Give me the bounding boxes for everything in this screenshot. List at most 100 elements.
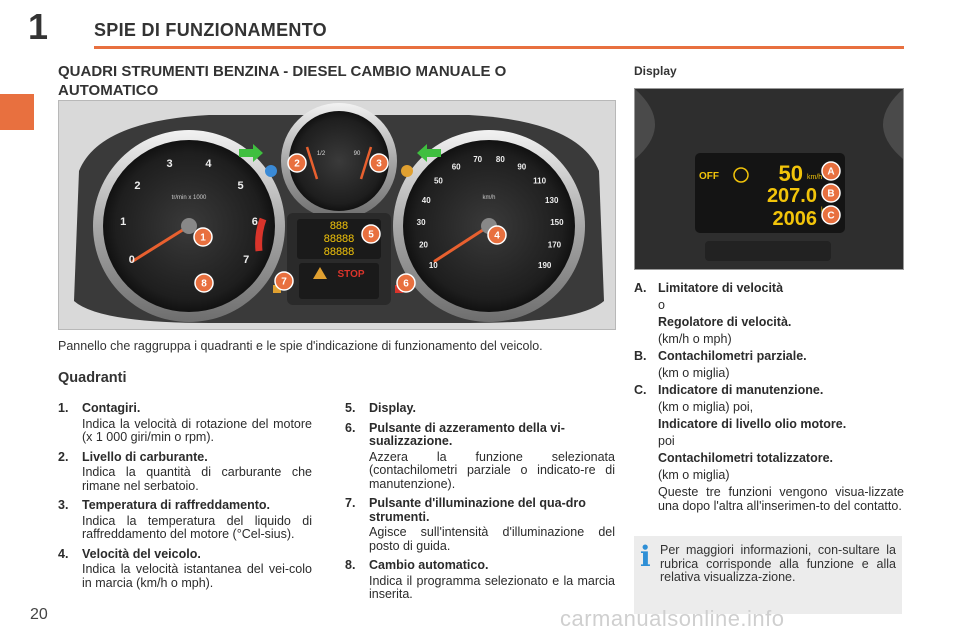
speed-tick-label: 130 <box>545 196 559 205</box>
list-item: 7.Pulsante d'illuminazione del qua-dro s… <box>345 496 615 553</box>
list-item: C.Indicatore di manutenzione. <box>634 383 904 397</box>
item-number: 3. <box>58 498 69 512</box>
temp-label-90: 90 <box>354 151 361 157</box>
info-icon: i <box>640 540 651 573</box>
list-item: B.Contachilometri parziale. <box>634 349 904 363</box>
item-number: 5. <box>345 401 356 415</box>
item-description: Agisce sull'intensità d'illuminazione de… <box>369 525 615 553</box>
callout-1-label: 1 <box>200 233 206 244</box>
item-text: (km o miglia) <box>658 366 730 380</box>
callout-C-label: C <box>827 211 834 222</box>
chapter-side-tab <box>0 94 34 130</box>
callouts: 1 2 3 4 5 6 7 8 <box>193 153 507 293</box>
item-description: Indica il programma selezionato e la mar… <box>369 573 615 601</box>
fuel-label-half: 1/2 <box>317 151 326 157</box>
display-trip-value: 207.0 <box>767 185 817 207</box>
callout-3-label: 3 <box>376 159 382 170</box>
callout-2-label: 2 <box>294 159 300 170</box>
item-number: 1. <box>58 401 69 415</box>
turn-right-icon <box>417 144 441 162</box>
display-title: Display <box>634 64 677 78</box>
list-item: 1. Contagiri. Indica la velocità di rotaz… <box>58 401 312 445</box>
list-item: 6.Pulsante di azzeramento della vi-suali… <box>345 421 615 492</box>
item-text: poi <box>658 434 675 448</box>
list-item: 4.Velocità del veicolo. Indica la veloci… <box>58 547 312 591</box>
callout-8-badge <box>194 273 214 293</box>
callout-8-label: 8 <box>201 279 207 290</box>
tacho-tick-label: 3 <box>166 158 172 170</box>
item-description: Azzera la funzione selezionata (contachi… <box>369 449 615 491</box>
display-callouts: ABC <box>821 161 841 225</box>
speed-limiter-icon <box>733 167 749 183</box>
chapter-number: 1 <box>28 6 49 47</box>
item-key: A. <box>634 281 647 295</box>
speed-tick-label: 10 <box>429 261 438 270</box>
speed-tick-label: 170 <box>548 240 562 249</box>
item-list-left: 1. Contagiri. Indica la velocità di rotaz… <box>58 396 312 590</box>
item-number: 2. <box>58 449 69 464</box>
tacho-tick-label: 7 <box>243 254 249 266</box>
callout-6-label: 6 <box>403 279 409 290</box>
speed-tick-label: 90 <box>517 162 526 171</box>
subsection-title: Quadranti <box>58 370 127 386</box>
info-box <box>634 536 902 614</box>
item-number: 8. <box>345 558 356 572</box>
tacho-tick-label: 1 <box>120 216 126 228</box>
display-illustration: OFF 50 km/h 207.0 2006 km ABC <box>635 89 903 269</box>
lcd-mid-digits: 88888 <box>324 233 355 245</box>
item-title: Display. <box>369 401 417 415</box>
callout-7-badge <box>274 271 294 291</box>
callout-A-label: A <box>827 167 834 178</box>
speed-tick-label: 60 <box>452 162 461 171</box>
item-description: Indica la quantità di carburante che rim… <box>82 465 312 493</box>
display-function-list: A.Limitatore di velocità o Regolatore di… <box>634 281 904 516</box>
page-number: 20 <box>30 606 48 623</box>
speed-tick-label: 50 <box>434 177 443 186</box>
item-description: Indica la temperatura del liquido di raf… <box>82 513 312 541</box>
turn-left-icon <box>239 144 263 162</box>
tacho-tick-label: 4 <box>205 158 212 170</box>
callout-C-badge <box>821 205 841 225</box>
item-title: Temperatura di raffreddamento. <box>82 498 271 512</box>
callout-2-badge <box>287 153 307 173</box>
callout-B-label: B <box>827 189 834 200</box>
lcd-top-digits: 888 <box>330 220 348 232</box>
section-title: QUADRI STRUMENTI BENZINA - DIESEL CAMBIO… <box>58 63 507 99</box>
item-description: Indica la velocità istantanea del vei-co… <box>82 562 312 590</box>
item-title: Limitatore di velocità <box>658 281 784 295</box>
item-list-right: 5. Display. 6.Pulsante di azzeramento del… <box>345 396 615 602</box>
speed-tick-label: 70 <box>473 155 482 164</box>
item-note: Queste tre funzioni vengono visua-lizzat… <box>658 485 904 513</box>
lcd-bottom-digits: 88888 <box>324 246 355 258</box>
tacho-unit-label: tr/min x 1000 <box>172 195 207 201</box>
item-title: Cambio automatico. <box>369 558 489 572</box>
tacho-tick-label: 5 <box>238 180 244 192</box>
speed-tick-label: 190 <box>538 261 552 270</box>
fuel-temp-dial <box>289 111 389 211</box>
display-speed-unit: km/h <box>807 174 822 181</box>
item-title: Indicatore di manutenzione. <box>658 383 824 397</box>
callout-B-badge <box>821 183 841 203</box>
item-title: Contagiri. <box>82 401 141 415</box>
speed-unit-label: km/h <box>482 195 495 201</box>
intro-paragraph: Pannello che raggruppa i quadranti e le … <box>58 339 543 353</box>
off-label: OFF <box>699 171 719 182</box>
callout-3-badge <box>369 153 389 173</box>
item-text: (km o miglia) poi, <box>658 400 754 414</box>
list-item: 5. Display. <box>345 401 615 416</box>
item-description: Indica la velocità di rotazione del moto… <box>82 416 312 444</box>
item-text: o <box>658 298 665 312</box>
speed-tick-label: 30 <box>417 218 426 227</box>
item-title: Contachilometri totalizzatore. <box>658 451 834 465</box>
list-item: 2. Livello di carburante. Indica la quant… <box>58 449 312 494</box>
item-title: Livello di carburante. <box>82 449 208 464</box>
speed-tick-label: 20 <box>419 240 428 249</box>
tacho-tick-label: 2 <box>134 180 140 192</box>
callout-6-badge <box>396 273 416 293</box>
speed-tick-label: 40 <box>422 196 431 205</box>
speed-tick-label: 80 <box>496 155 505 164</box>
item-title: Pulsante d'illuminazione del qua-dro str… <box>369 496 586 524</box>
